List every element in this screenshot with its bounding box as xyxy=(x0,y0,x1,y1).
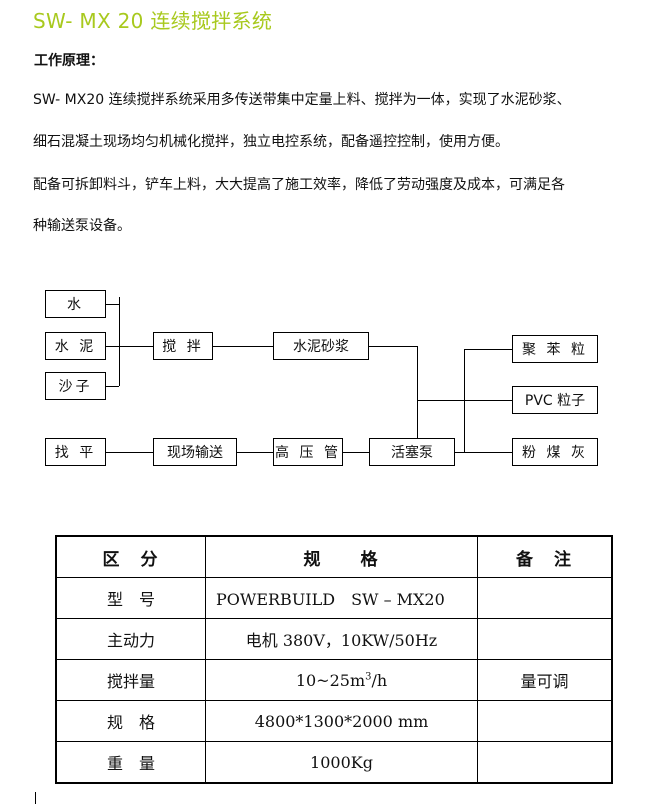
connector-line xyxy=(119,346,153,347)
section-heading: 工作原理： xyxy=(34,53,104,69)
paragraph-line: 配备可拆卸料斗，铲车上料，大大提高了施工效率，降低了劳动强度及成本，可满足各 xyxy=(33,177,565,193)
connector-line xyxy=(106,452,153,453)
connector-line xyxy=(237,452,273,453)
row-spec: 10~25m3/h xyxy=(205,659,478,701)
paragraph-line: 种输送泵设备。 xyxy=(33,218,131,234)
row-note xyxy=(477,618,613,660)
row-label: 主动力 xyxy=(55,618,206,660)
text-cursor xyxy=(35,792,36,804)
connector-line xyxy=(369,346,417,347)
flow-box-leveling: 找 平 xyxy=(45,438,106,466)
flow-box-mixing: 搅 拌 xyxy=(153,332,213,360)
flow-box-high-pressure-pipe: 高 压 管 xyxy=(273,438,343,466)
connector-line xyxy=(343,452,369,453)
table-row: 重 量 1000Kg xyxy=(55,741,613,784)
connector-line xyxy=(119,297,120,386)
row-note xyxy=(477,700,613,742)
spec-unit: /h xyxy=(371,670,388,690)
row-note: 量可调 xyxy=(477,659,613,701)
row-spec: 1000Kg xyxy=(205,741,478,784)
table-row: 搅拌量 10~25m3/h 量可调 xyxy=(55,659,613,701)
row-label: 规 格 xyxy=(55,700,206,742)
connector-line xyxy=(464,452,512,453)
connector-line xyxy=(464,349,465,453)
paragraph-line: SW- MX20 连续搅拌系统采用多传送带集中定量上料、搅拌为一体，实现了水泥砂… xyxy=(33,92,571,108)
spec-value: 10~25m xyxy=(295,670,366,690)
row-label: 搅拌量 xyxy=(55,659,206,701)
flow-box-cement: 水 泥 xyxy=(45,332,106,360)
flow-box-fly-ash: 粉 煤 灰 xyxy=(512,438,598,466)
table-row: 规 格 4800*1300*2000 mm xyxy=(55,700,613,742)
table-row: 主动力 电机 380V，10KW/50Hz xyxy=(55,618,613,660)
flow-box-sand: 沙子 xyxy=(45,372,106,400)
row-label: 重 量 xyxy=(55,741,206,784)
flow-box-piston-pump: 活塞泵 xyxy=(369,438,455,466)
table-header-row: 区 分 规 格 备 注 xyxy=(55,535,613,578)
header-remark: 备 注 xyxy=(477,535,613,578)
connector-line xyxy=(464,349,512,350)
flow-box-mortar: 水泥砂浆 xyxy=(273,332,369,360)
header-spec: 规 格 xyxy=(205,535,478,578)
flow-box-pvc-granules: PVC 粒子 xyxy=(512,386,598,414)
row-note xyxy=(477,741,613,784)
spec-table: 区 分 规 格 备 注 型 号 POWERBUILD SW – MX20 主动力… xyxy=(55,535,613,784)
connector-line xyxy=(106,304,119,305)
spec-exponent: 3 xyxy=(365,671,372,683)
header-category: 区 分 xyxy=(55,535,206,578)
paragraph-line: 细石混凝土现场均匀机械化搅拌，独立电控系统，配备遥控控制，使用方便。 xyxy=(33,134,509,150)
row-spec: 电机 380V，10KW/50Hz xyxy=(205,618,478,660)
document-title: SW- MX 20 连续搅拌系统 xyxy=(33,9,273,33)
flow-box-site-transport: 现场输送 xyxy=(153,438,237,466)
connector-line xyxy=(417,346,418,438)
connector-line xyxy=(106,386,119,387)
connector-line xyxy=(106,346,119,347)
row-label: 型 号 xyxy=(55,577,206,619)
table-row: 型 号 POWERBUILD SW – MX20 xyxy=(55,577,613,619)
row-spec: POWERBUILD SW – MX20 xyxy=(205,577,478,619)
row-spec: 4800*1300*2000 mm xyxy=(205,700,478,742)
connector-line xyxy=(213,346,273,347)
flow-box-water: 水 xyxy=(45,290,106,318)
connector-line xyxy=(417,400,512,401)
row-note xyxy=(477,577,613,619)
flow-box-eps-granules: 聚 苯 粒 xyxy=(512,335,598,363)
connector-line xyxy=(455,452,464,453)
